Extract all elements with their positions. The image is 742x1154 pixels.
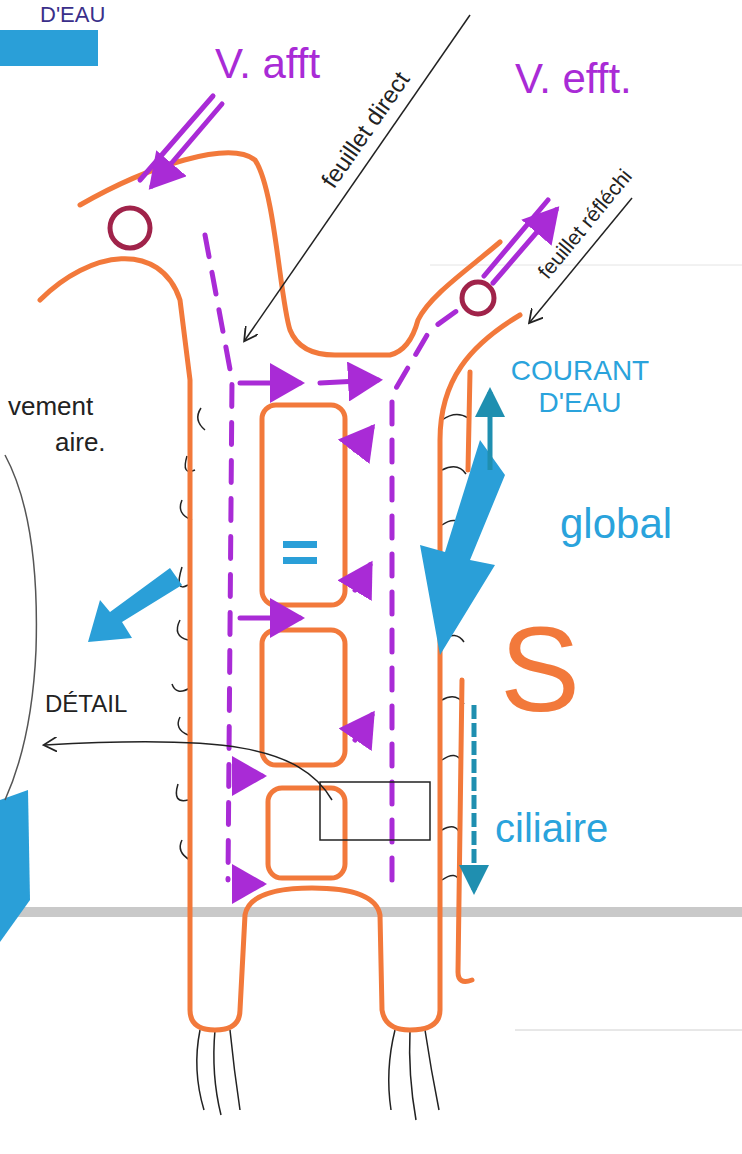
- water-current: [88, 392, 505, 890]
- cilia: [172, 408, 468, 882]
- blood-flow: [152, 104, 222, 186]
- cilia-bottom: [230, 1030, 240, 1110]
- water-current: [488, 392, 493, 470]
- leader-label: feuillet réfléchi: [533, 164, 637, 283]
- cilia-bottom: [214, 1030, 221, 1115]
- blue-marks: [5, 455, 36, 800]
- vessel-circle: [110, 208, 150, 248]
- cilia: [442, 827, 460, 834]
- lamella-outline: [40, 259, 520, 1030]
- vessel-label: V. afft: [215, 40, 320, 88]
- cut-note: vement: [8, 392, 93, 422]
- blood-flow: [355, 565, 370, 590]
- cilia: [178, 717, 188, 735]
- cilia-bottom: [410, 1030, 416, 1120]
- detail-label: DÉTAIL: [45, 690, 127, 718]
- blood-flow: [240, 616, 300, 621]
- current-label: ciliaire: [495, 805, 608, 851]
- blood-flow: [205, 235, 232, 880]
- cilia: [172, 684, 190, 691]
- cilia-bottom: [197, 1030, 204, 1110]
- leader-line: [320, 782, 430, 840]
- cilia: [442, 414, 468, 420]
- cilia-bottom: [389, 1030, 395, 1110]
- scan-bar: [0, 265, 742, 1030]
- scan-bar: [515, 1030, 742, 1031]
- blood-flow: [240, 381, 300, 386]
- blood-flow: [140, 96, 556, 884]
- cilia: [198, 408, 205, 430]
- water-current: [283, 541, 317, 548]
- cilia: [177, 620, 188, 640]
- current-label: global: [560, 500, 672, 548]
- cilia-bottom: [197, 1030, 439, 1120]
- leader-line: [45, 742, 332, 800]
- water-current: [88, 568, 182, 642]
- water-current: [420, 440, 505, 655]
- cut-note: D'EAU: [40, 2, 105, 27]
- current-label: COURANT D'EAU: [505, 355, 655, 419]
- blood-flow: [238, 882, 262, 887]
- shape-letter: S: [500, 600, 580, 738]
- lamella-outline: [262, 405, 345, 605]
- cilia: [442, 467, 466, 474]
- vessel-label: V. efft.: [515, 55, 632, 103]
- blood-flow: [320, 380, 378, 383]
- blood-flow: [355, 715, 372, 740]
- leader-label: feuillet direct: [315, 67, 414, 193]
- lamella-outline: [468, 372, 470, 470]
- lamella-outline: [262, 630, 345, 765]
- blood-flow: [355, 428, 372, 450]
- water-current: [283, 557, 317, 564]
- scan-bar: [430, 265, 742, 266]
- blood-flow: [140, 96, 213, 180]
- vessel-circle: [462, 282, 494, 314]
- blood-flow: [238, 774, 262, 779]
- lamella-outline: [458, 680, 472, 981]
- blue-marks: [0, 790, 30, 942]
- scan-bar: [0, 907, 742, 917]
- cilia: [176, 784, 188, 801]
- cilia-bottom: [425, 1030, 439, 1110]
- blue-marks: [0, 30, 98, 942]
- lamella-outline: [268, 788, 345, 878]
- lamella-outline: [40, 153, 520, 1030]
- blue-marks: [0, 30, 98, 66]
- water-current: [472, 705, 477, 890]
- vessel-circle: [110, 208, 494, 314]
- leader-line: [45, 15, 632, 840]
- cut-note: aire.: [55, 428, 106, 458]
